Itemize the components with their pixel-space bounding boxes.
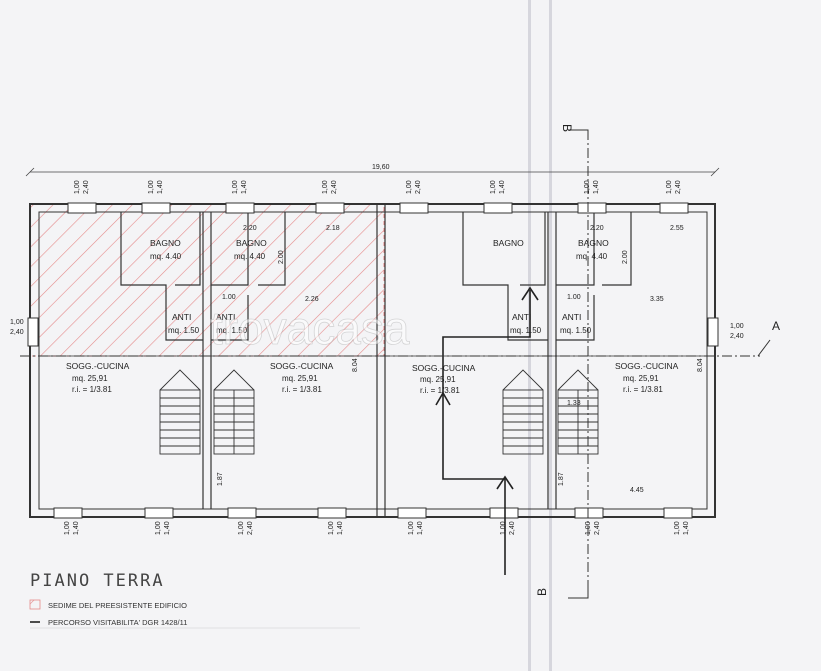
dim-220-b: 2.20 [590, 225, 604, 232]
win-top-1-width: 1,00 [74, 180, 81, 194]
sogg-3-area: mq. 25,91 [420, 375, 456, 384]
win-bot-1-height: 1,40 [73, 521, 80, 535]
paper-fold-line-right [549, 0, 552, 671]
win-top-2-height: 1,40 [157, 180, 164, 194]
bagno-3-name: BAGNO [493, 238, 524, 248]
bagno-2-area: mq. 4.40 [234, 252, 266, 261]
dim-187-b: 1.87 [558, 472, 565, 486]
sogg-1-ri: r.i. = 1/3.81 [72, 385, 112, 394]
dim-335: 3.35 [650, 296, 664, 303]
win-top-6-height: 1,40 [499, 180, 506, 194]
bagno-4-area: mq. 4.40 [576, 252, 608, 261]
win-bot-6-height: 2,40 [509, 521, 516, 535]
hatched-preexisting-area [29, 203, 385, 357]
win-bot-2-width: 1,00 [155, 521, 162, 535]
win-bot-7-height: 2,40 [594, 521, 601, 535]
win-top-4-height: 2,40 [331, 180, 338, 194]
win-top-4-width: 1,00 [322, 180, 329, 194]
win-bot-8-width: 1,00 [674, 521, 681, 535]
sogg-3-ri: r.i. = 1/3.81 [420, 386, 460, 395]
dim-445: 4.45 [630, 487, 644, 494]
section-line-b [568, 129, 589, 599]
section-label-b-top: B [560, 124, 574, 132]
staircases [159, 369, 599, 455]
sogg-1-name: SOGG.-CUCINA [66, 361, 130, 371]
win-bot-4-height: 1,40 [337, 521, 344, 535]
dim-255: 2.55 [670, 225, 684, 232]
legend-path-label: PERCORSO VISITABILITA' DGR 1428/11 [48, 618, 187, 627]
win-bot-6-width: 1,00 [500, 521, 507, 535]
legend-hatch-swatch [29, 599, 41, 610]
win-top-8-height: 2,40 [675, 180, 682, 194]
accessibility-path [435, 286, 539, 575]
sogg-3-name: SOGG.-CUCINA [412, 363, 476, 373]
win-right-width: 1,00 [730, 323, 744, 330]
section-label-b-bottom: B [535, 588, 549, 596]
dim-200-a: 2.00 [278, 250, 285, 264]
win-left-width: 1,00 [10, 319, 24, 326]
dim-220-a: 2.20 [243, 225, 257, 232]
anti-3-area: mq. 1.50 [510, 326, 542, 335]
bagno-4-name: BAGNO [578, 238, 609, 248]
sogg-1-area: mq. 25,91 [72, 374, 108, 383]
win-bot-3-width: 1,00 [238, 521, 245, 535]
sogg-2-area: mq. 25,91 [282, 374, 318, 383]
win-top-6-width: 1,00 [490, 180, 497, 194]
dim-133: 1.33 [567, 400, 581, 407]
win-bot-1-width: 1,00 [64, 521, 71, 535]
overall-dimension-label: 19,60 [372, 164, 390, 171]
anti-4-name: ANTI [562, 312, 581, 322]
win-top-5-width: 1,00 [406, 180, 413, 194]
bagno-1-name: BAGNO [150, 238, 181, 248]
bottom-windows [53, 507, 693, 519]
win-bot-5-height: 1,40 [417, 521, 424, 535]
top-windows [67, 202, 689, 214]
plan-title: PIANO TERRA [30, 571, 165, 591]
win-left-height: 2,40 [10, 329, 24, 336]
dim-100-a: 1.00 [222, 294, 236, 301]
win-bot-2-height: 1,40 [164, 521, 171, 535]
party-walls [202, 204, 557, 517]
dim-187-a: 1.87 [217, 472, 224, 486]
sogg-4-area: mq. 25,91 [623, 374, 659, 383]
dim-804-a: 8.04 [352, 358, 359, 372]
section-label-a: A [772, 319, 780, 333]
win-top-5-height: 2,40 [415, 180, 422, 194]
dim-100-b: 1.00 [567, 294, 581, 301]
overall-dimension-line [25, 167, 720, 177]
win-top-3-height: 1,40 [241, 180, 248, 194]
win-top-2-width: 1,00 [148, 180, 155, 194]
bagno-1-area: mq. 4.40 [150, 252, 182, 261]
win-top-3-width: 1,00 [232, 180, 239, 194]
watermark: trovacasa [210, 302, 410, 354]
anti-2-area: mq. 1.50 [216, 326, 248, 335]
dim-218: 2.18 [326, 225, 340, 232]
win-top-8-width: 1,00 [666, 180, 673, 194]
anti-4-area: mq. 1.50 [560, 326, 592, 335]
exterior-walls [29, 203, 716, 518]
anti-2-name: ANTI [216, 312, 235, 322]
sogg-4-name: SOGG.-CUCINA [615, 361, 679, 371]
win-top-7-height: 1,40 [593, 180, 600, 194]
win-right-height: 2,40 [730, 333, 744, 340]
side-windows [27, 317, 719, 347]
win-bot-8-height: 1,40 [683, 521, 690, 535]
anti-1-area: mq. 1.50 [168, 326, 200, 335]
win-top-1-height: 2,40 [83, 180, 90, 194]
win-bot-5-width: 1,00 [408, 521, 415, 535]
win-bot-3-height: 2,40 [247, 521, 254, 535]
sogg-2-ri: r.i. = 1/3.81 [282, 385, 322, 394]
dim-226: 2.26 [305, 296, 319, 303]
win-bot-4-width: 1,00 [328, 521, 335, 535]
legend-hatch-label: SEDIME DEL PREESISTENTE EDIFICIO [48, 601, 187, 610]
anti-3-name: ANTI [512, 312, 531, 322]
section-line-a [20, 339, 771, 357]
sogg-4-ri: r.i. = 1/3.81 [623, 385, 663, 394]
bagno-2-name: BAGNO [236, 238, 267, 248]
sogg-2-name: SOGG.-CUCINA [270, 361, 334, 371]
anti-1-name: ANTI [172, 312, 191, 322]
dim-804-b: 8.04 [697, 358, 704, 372]
dim-200-b: 2.00 [622, 250, 629, 264]
